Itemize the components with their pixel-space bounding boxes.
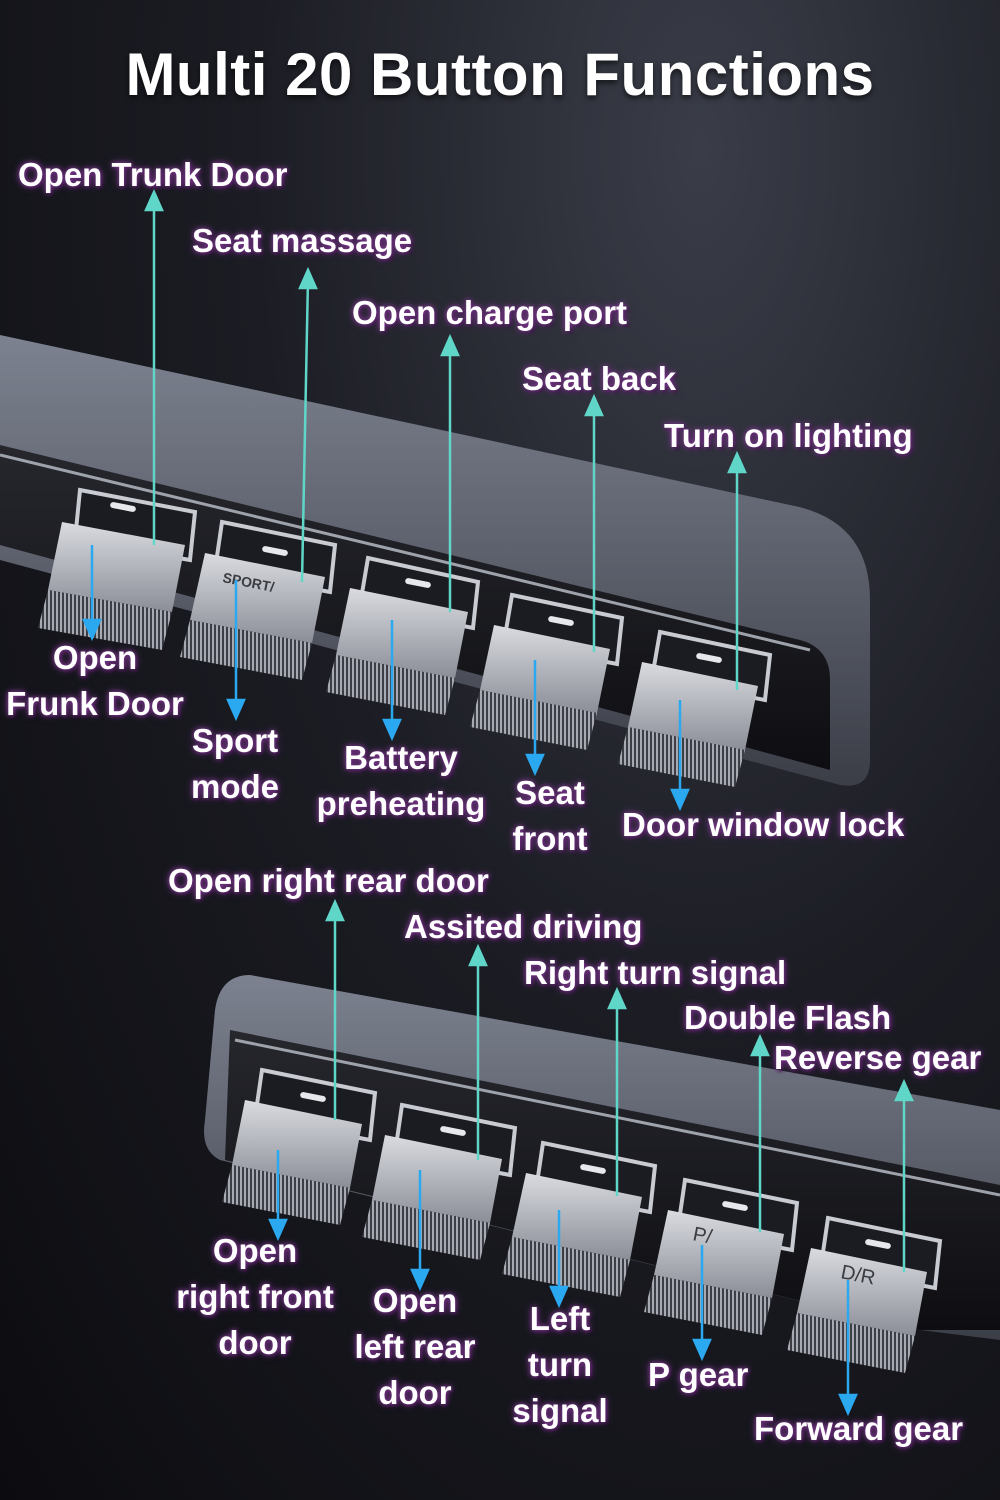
label-forward-gear: Forward gear: [754, 1410, 964, 1447]
label-right-turn-signal: Right turn signal: [524, 954, 787, 991]
label-door-window-lock: Door window lock: [622, 806, 905, 843]
top-key-2[interactable]: SPORT/: [180, 519, 338, 680]
top-key-5[interactable]: [618, 629, 773, 787]
p-gear-key-glyph: P/: [691, 1223, 714, 1248]
top-keys: SPORT/: [38, 487, 773, 787]
bottom-key-2[interactable]: [362, 1102, 518, 1260]
label-reverse-gear: Reverse gear: [774, 1039, 982, 1076]
label-seat-massage: Seat massage: [192, 222, 413, 259]
label-seat-back: Seat back: [522, 360, 677, 397]
label-turn-on-lighting: Turn on lighting: [664, 417, 913, 454]
top-key-3[interactable]: [326, 555, 481, 715]
bottom-key-1[interactable]: [222, 1067, 378, 1225]
top-key-4[interactable]: [470, 592, 625, 750]
label-open-charge-port: Open charge port: [352, 294, 628, 331]
bottom-key-4[interactable]: P/: [644, 1177, 800, 1335]
top-key-1[interactable]: [38, 487, 198, 650]
label-assisted-driving: Assited driving: [404, 908, 643, 945]
bottom-key-3[interactable]: [502, 1140, 658, 1297]
callout-arrows: [82, 188, 914, 1417]
label-p-gear: P gear: [648, 1356, 749, 1393]
bottom-keys: P/ D/R: [222, 1067, 943, 1373]
page-title: Multi 20 Button Functions: [125, 41, 875, 108]
bottom-key-5[interactable]: D/R: [787, 1215, 943, 1373]
label-open-right-rear-door: Open right rear door: [168, 862, 489, 899]
label-open-trunk-door: Open Trunk Door: [18, 156, 288, 193]
label-double-flash: Double Flash: [684, 999, 892, 1036]
